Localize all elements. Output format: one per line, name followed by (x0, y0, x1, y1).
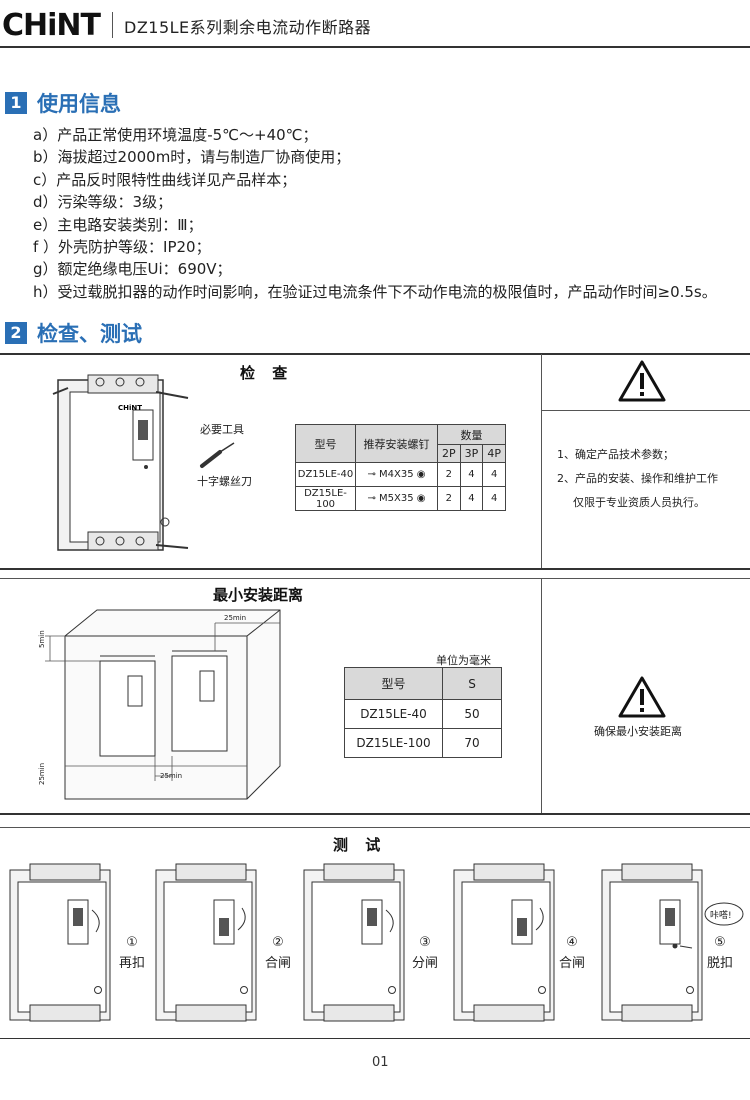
pole-header: 4P (482, 444, 506, 463)
breaker-step-5 (601, 863, 744, 1022)
qty-cell: 2 (437, 486, 461, 511)
list-item: e）主电路安装类别：Ⅲ； (33, 215, 203, 234)
section-1-title: 使用信息 (37, 92, 121, 116)
inspect-bottom-rule (0, 568, 750, 570)
qty-cell: 4 (459, 486, 484, 511)
distance-bottom-rule (0, 813, 750, 815)
distance-table: 型号 S DZ15LE-40 50 DZ15LE-100 70 (344, 667, 502, 758)
distance-title: 最小安装距离 (213, 586, 304, 604)
dim-label: 25min (38, 762, 46, 785)
breaker-step-4 (453, 863, 555, 1022)
qty-cell: 4 (459, 462, 484, 487)
screw-table: 型号 推荐安装螺钉 数量 2P 3P 4P DZ15LE-40 ⊸ M4X35 … (295, 424, 506, 511)
warning-icon (618, 360, 666, 402)
breaker-step-3 (303, 863, 405, 1022)
dim-label: 25min (224, 614, 247, 622)
table-row: DZ15LE-100 ⊸ M5X35 ◉ 2 4 4 (295, 486, 506, 511)
distance-divider (541, 578, 542, 814)
list-item: a）产品正常使用环境温度-5℃～+40℃； (33, 126, 318, 144)
svg-text:CHiNT: CHiNT (118, 404, 142, 412)
list-item: b）海拔超过2000m时，请与制造厂协商使用； (33, 148, 351, 167)
install-distance-diagram (45, 609, 281, 800)
col-model-header: 型号 (295, 424, 356, 463)
page-number: 01 (372, 1055, 389, 1070)
breaker-step-2 (155, 863, 257, 1022)
note-line: 1、确定产品技术参数； (557, 448, 674, 461)
model-cell: DZ15LE-40 (295, 462, 356, 487)
screw-icon: ⊸ (367, 469, 380, 480)
breaker-step-1 (9, 863, 111, 1022)
test-top-rule (0, 827, 750, 828)
s-cell: 70 (442, 728, 502, 758)
screw-head-icon: ◉ (413, 493, 426, 504)
col-screw-header: 推荐安装螺钉 (355, 424, 438, 463)
click-sound-label: 咔嗒! (710, 911, 732, 921)
model-cell: DZ15LE-100 (295, 486, 356, 511)
screw-head-icon: ◉ (413, 469, 426, 480)
col-model-header: 型号 (344, 667, 443, 700)
unit-label: 单位为毫米 (436, 654, 491, 667)
test-title: 测 试 (333, 836, 387, 854)
table-row: DZ15LE-40 ⊸ M4X35 ◉ 2 4 4 (295, 462, 506, 487)
qty-cell: 4 (482, 486, 506, 511)
qty-cell: 4 (482, 462, 506, 487)
model-cell: DZ15LE-100 (344, 728, 443, 758)
list-item: f ）外壳防护等级：IP20； (33, 238, 211, 257)
s-cell: 50 (442, 699, 502, 729)
inspect-note: 1、确定产品技术参数； 2、产品的安装、操作和维护工作 仅限于专业资质人员执行。 (557, 443, 718, 515)
header-rule (0, 46, 750, 48)
pole-header: 2P (437, 444, 461, 463)
test-steps-illustration (9, 863, 744, 1022)
model-cell: DZ15LE-40 (344, 699, 443, 729)
section-1-heading: 1 使用信息 (5, 88, 121, 118)
list-item: g）额定绝缘电压Ui：690V； (33, 260, 232, 279)
header-divider (112, 12, 113, 38)
brand-logo: CHiNT (2, 8, 101, 43)
screw-icon: ⊸ (367, 493, 380, 504)
section-2-title: 检查、测试 (37, 322, 142, 346)
table-row: DZ15LE-100 70 (344, 728, 502, 758)
tool-title: 必要工具 (200, 423, 244, 436)
note-line: 仅限于专业资质人员执行。 (573, 496, 705, 509)
document-title: DZ15LE系列剩余电流动作断路器 (124, 18, 372, 37)
list-item: c）产品反时限特性曲线详见产品样本； (33, 170, 297, 189)
section-1-number: 1 (5, 92, 27, 114)
col-qty-header: 数量 (437, 424, 506, 445)
list-item: d）污染等级：3级； (33, 193, 173, 212)
table-row: DZ15LE-40 50 (344, 699, 502, 729)
section-2-heading: 2 检查、测试 (5, 318, 142, 348)
warning-cell-rule (541, 410, 750, 411)
pole-header: 3P (459, 444, 484, 463)
page-header: CHiNT DZ15LE系列剩余电流动作断路器 (0, 0, 750, 48)
inspect-divider (541, 354, 542, 570)
tool-name: 十字螺丝刀 (197, 475, 252, 488)
usage-info-list: a）产品正常使用环境温度-5℃～+40℃； b）海拔超过2000m时，请与制造厂… (33, 124, 748, 303)
footer-rule (0, 1038, 750, 1039)
breaker-illustration: CHiNT (52, 374, 189, 551)
inspect-title: 检 查 (240, 364, 294, 382)
screw-cell: ⊸ M5X35 ◉ (355, 486, 438, 511)
screwdriver-icon (200, 442, 235, 468)
list-item: h）受过载脱扣器的动作时间影响，在验证过电流条件下不动作电流的极限值时，产品动作… (33, 282, 717, 301)
dim-label: 5min (38, 630, 46, 648)
section-2-number: 2 (5, 322, 27, 344)
col-s-header: S (442, 667, 502, 700)
distance-top-rule (0, 578, 750, 579)
screw-cell: ⊸ M4X35 ◉ (355, 462, 438, 487)
dim-label: 25min (160, 772, 183, 780)
warning-icon (618, 676, 666, 718)
distance-note: 确保最小安装距离 (594, 725, 682, 738)
inspect-top-rule (0, 353, 750, 355)
qty-cell: 2 (437, 462, 461, 487)
note-line: 2、产品的安装、操作和维护工作 (557, 472, 718, 485)
